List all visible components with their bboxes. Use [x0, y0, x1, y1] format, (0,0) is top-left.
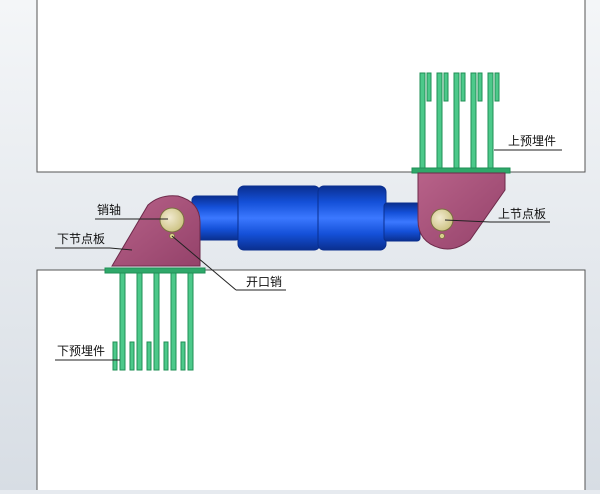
lower-pin — [159, 207, 185, 233]
damper-cylinder — [191, 185, 421, 251]
upper-base-plate — [411, 167, 511, 174]
lower-concrete-block — [36, 269, 586, 494]
lower-base-plate — [104, 267, 206, 274]
label-lower-node-plate: 下节点板 — [57, 232, 105, 246]
label-upper-embed: 上预埋件 — [508, 134, 556, 148]
cylinder-body-right — [317, 185, 387, 251]
label-pin-shaft: 销轴 — [97, 202, 121, 217]
label-lower-embed: 下预埋件 — [57, 344, 105, 358]
upper-cotter-pin — [439, 233, 445, 239]
right-rod — [383, 202, 421, 242]
leader-lines — [55, 149, 562, 361]
upper-embed-bars — [411, 72, 511, 174]
lower-embed-bars — [104, 267, 206, 371]
lower-node-plate — [111, 195, 201, 267]
upper-concrete-block — [36, 0, 586, 173]
upper-node-plate — [417, 172, 506, 250]
label-upper-node-plate: 上节点板 — [498, 207, 546, 221]
label-cotter-pin: 开口销 — [246, 275, 282, 289]
cylinder-body-left — [237, 185, 321, 251]
